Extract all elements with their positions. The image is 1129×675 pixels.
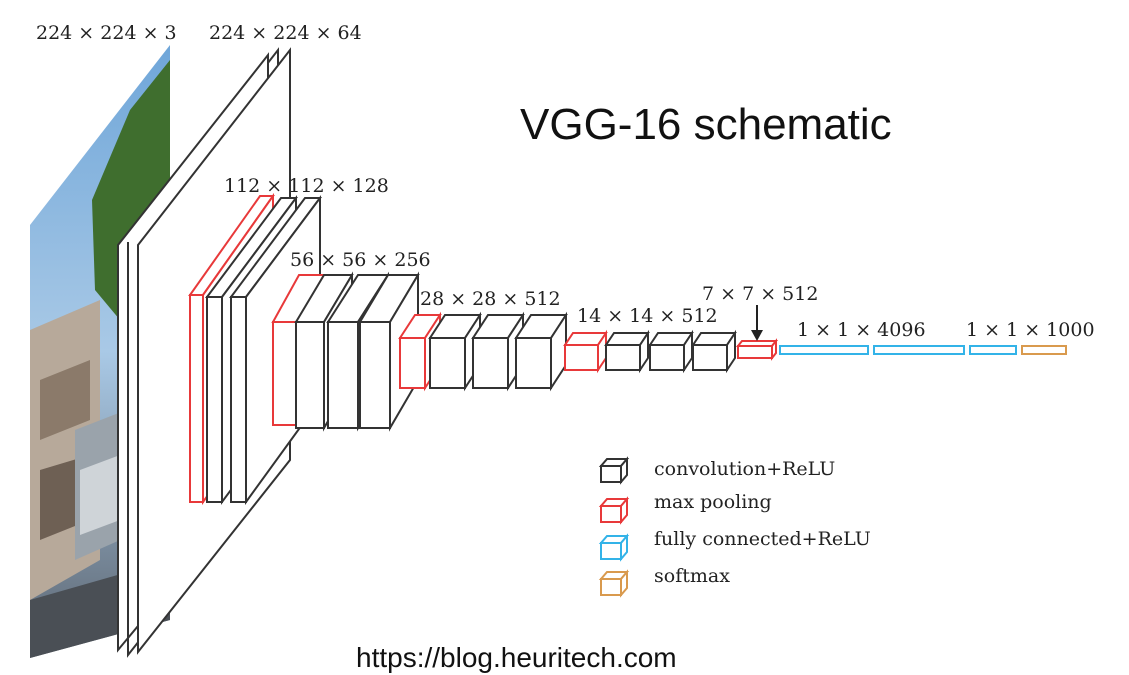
dim-label-pool5: 7 × 7 × 512: [702, 283, 818, 305]
block3-layers: [273, 275, 418, 428]
fc-layers: [780, 346, 1016, 354]
legend-swatch-softmax: [601, 572, 627, 595]
pool5-arrow: [751, 305, 763, 341]
diagram-title: VGG-16 schematic: [520, 100, 892, 150]
legend-label-softmax: softmax: [654, 565, 730, 587]
dim-label-block4: 28 × 28 × 512: [420, 288, 561, 310]
pool5-layer: [738, 341, 776, 358]
dim-label-softmax: 1 × 1 × 1000: [966, 319, 1095, 341]
legend: convolution+ReLU max pooling fully conne…: [601, 458, 871, 595]
softmax-layer: [1022, 346, 1066, 354]
dim-label-fc: 1 × 1 × 4096: [797, 319, 926, 341]
legend-swatch-fc: [601, 536, 627, 559]
legend-label-fc: fully connected+ReLU: [654, 528, 871, 550]
legend-label-pool: max pooling: [654, 491, 772, 513]
legend-label-conv: convolution+ReLU: [654, 458, 835, 480]
dim-label-input: 224 × 224 × 3: [36, 22, 177, 44]
legend-swatch-conv: [601, 459, 627, 482]
source-url: https://blog.heuritech.com: [356, 642, 677, 674]
dim-label-block1: 224 × 224 × 64: [209, 22, 362, 44]
block4-layers: [400, 315, 566, 388]
dim-label-block3: 56 × 56 × 256: [290, 249, 431, 271]
dim-label-block5: 14 × 14 × 512: [577, 305, 718, 327]
block5-layers: [565, 333, 735, 370]
dim-label-block2: 112 × 112 × 128: [224, 175, 389, 197]
legend-swatch-pool: [601, 499, 627, 522]
